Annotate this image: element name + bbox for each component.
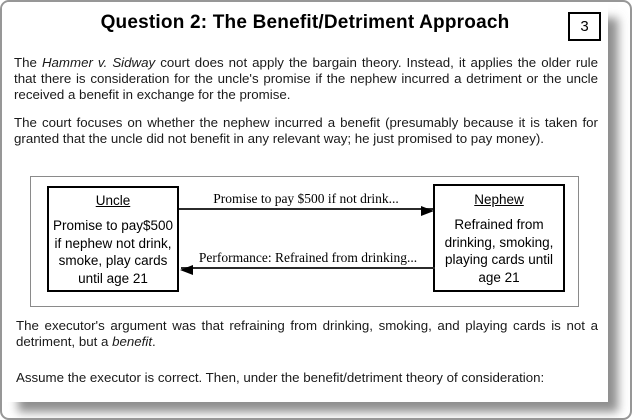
p1-text-post: court does not apply the bargain theory.… (14, 55, 598, 102)
slide: Question 2: The Benefit/Detriment Approa… (2, 2, 608, 402)
slide-number-box: 3 (568, 12, 601, 41)
promise-arrow-label: Promise to pay $500 if not drink... (213, 191, 399, 206)
benefit-italic: benefit (112, 334, 153, 349)
performance-arrow-line (181, 267, 435, 269)
uncle-box: Uncle Promise to pay$500 if nephew not d… (47, 186, 179, 292)
slide-title: Question 2: The Benefit/Detriment Approa… (100, 12, 510, 33)
paragraph-court-focus: The court focuses on whether the nephew … (14, 115, 598, 146)
arrow-left-icon (180, 265, 193, 275)
nephew-box: Nephew Refrained from drinking, smoking,… (433, 184, 565, 292)
uncle-heading: Uncle (95, 193, 131, 208)
exchange-diagram: Uncle Promise to pay$500 if nephew not d… (30, 176, 579, 307)
arrow-right-icon (421, 206, 434, 216)
uncle-description: Promise to pay$500 if nephew not drink, … (52, 218, 174, 286)
paragraph-assume-correct: Assume the executor is correct. Then, un… (16, 370, 545, 385)
performance-arrow: Performance: Refrained from drinking... (180, 244, 435, 275)
p1-text-pre: The (14, 55, 42, 70)
p3-text-post: . (152, 334, 156, 349)
promise-arrow-line (179, 208, 433, 210)
performance-arrow-label: Performance: Refrained from drinking... (198, 250, 418, 265)
nephew-heading: Nephew (474, 192, 524, 207)
case-name-italic: Hammer v. Sidway (41, 55, 156, 70)
paragraph-bargain-theory: The Hammer v. Sidway court does not appl… (14, 55, 598, 103)
promise-arrow: Promise to pay $500 if not drink... (179, 185, 434, 216)
title-row: Question 2: The Benefit/Detriment Approa… (2, 12, 608, 42)
nephew-description: Refrained from drinking, smoking, playin… (444, 217, 554, 285)
paragraph-executor-argument: The executor's argument was that refrain… (16, 318, 598, 350)
p3-text-pre: The executor's argument was that refrain… (16, 318, 598, 349)
